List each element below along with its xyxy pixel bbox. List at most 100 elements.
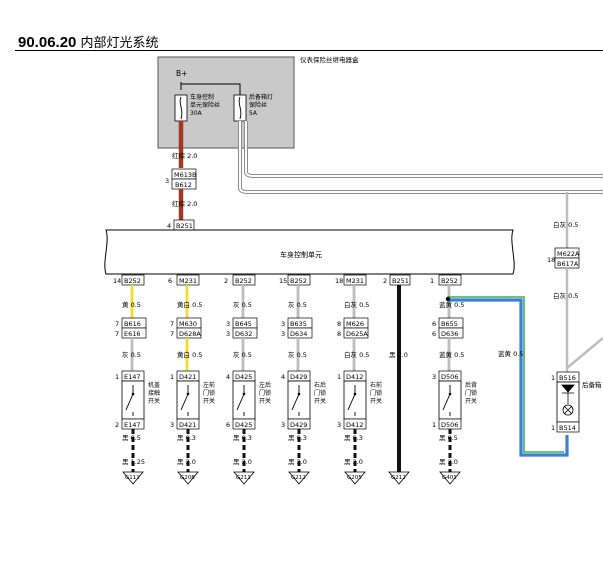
page-title: 90.06.20 内部灯光系统	[18, 32, 159, 51]
feed-conn-a-label: M613B	[174, 171, 196, 179]
branch-6-wire-top-label: 蓝黄 0.5	[439, 300, 464, 309]
bcm-feed-conn-label: B251	[176, 222, 193, 230]
branch-5-bcm-conn-label: M231	[346, 277, 364, 285]
branch-1-ground-symbol	[122, 471, 144, 485]
branch-1-bcm-conn-label: B252	[124, 277, 141, 285]
branch-3-inline-conn-b	[232, 327, 258, 339]
branch-4-bcm-pin: 15	[279, 277, 287, 285]
bcm-feed-pin: 4	[167, 222, 171, 230]
branch-3-inline-pin-b: 3	[226, 330, 230, 338]
feed-wire1-label: 红棕 2.0	[172, 151, 197, 160]
fuse1-label-2: 单元保险丝	[190, 101, 220, 109]
ground-branch-symbol	[388, 471, 410, 485]
branch-6-inline-pin-b: 6	[432, 330, 436, 338]
branch-5-switch-top-conn-label: D412	[346, 373, 363, 381]
branch-3-inline-conn-b-label: D632	[235, 330, 252, 338]
branch-1-inline-conn-a-label: B616	[124, 320, 141, 328]
branch-5-inline-conn-b	[343, 327, 369, 339]
supply-label: B+	[176, 69, 187, 78]
branch-1-switch-label-3: 开关	[148, 397, 160, 405]
branch-4-inline-pin-a: 3	[281, 320, 285, 328]
lamp-top-conn-label: B516	[559, 374, 576, 382]
branch-6-switch-bot-conn-label: D506	[441, 421, 458, 429]
branch-4-ground-label: G212	[291, 475, 306, 481]
feed-conn-b-label: B612	[175, 181, 192, 189]
branch-6-ground-wire-label-1: 黑 0.5	[439, 434, 458, 442]
branch-5-ground-wire-label-1: 黑 0.3	[344, 434, 363, 442]
fuse2-label-3: 5A	[249, 110, 258, 117]
branch-1-inline-conn-b-label: E616	[124, 330, 141, 338]
title-rule	[15, 50, 603, 51]
branch-3-inline-conn-a-label: B645	[235, 320, 252, 328]
lamp-label: 后备箱	[582, 380, 602, 389]
section-title: 内部灯光系统	[80, 36, 159, 51]
branch-4-ground-symbol	[288, 471, 310, 485]
feed-wire2-label: 红棕 2.0	[172, 199, 197, 208]
branch-1-switch-label-1: 机盖	[148, 381, 160, 389]
branch-6-bcm-conn-label: B252	[441, 277, 458, 285]
branch-4-ground-wire-label-1: 黑 0.3	[288, 434, 307, 442]
branch-1-ground-wire-label-2: 黑 1.25	[122, 458, 145, 466]
branch-5-ground-wire-label-2: 黑 2.0	[344, 458, 363, 466]
branch-3-ground-symbol	[233, 471, 255, 485]
lamp-bot-pin: 1	[551, 424, 555, 432]
lamp-bulb-cross	[564, 406, 572, 414]
branch-5-ground-symbol	[344, 471, 366, 485]
right-conn-pin: 18	[547, 256, 555, 264]
branch-2-wire-mid-label: 黄白 0.5	[177, 350, 202, 359]
section-number: 90.06.20	[18, 34, 77, 51]
branch-3-ground-label: G211	[236, 475, 251, 481]
right-conn-b-label: B617A	[557, 260, 579, 268]
branch-4-inline-conn-b	[287, 327, 313, 339]
branch-5-switch-label-3: 开关	[370, 397, 382, 405]
right-wire-mid-label: 白灰 0.5	[553, 291, 578, 300]
branch-6-ground-wire-label-2: 黑 2.0	[439, 458, 458, 466]
branch-6-inline-conn-a-label: B655	[441, 320, 458, 328]
branch-6-wire-mid-label: 蓝黄 0.5	[439, 350, 464, 359]
trunk-fuse-wire-2-core	[245, 121, 603, 177]
bcm-box	[104, 229, 515, 275]
branch-1-switch-bot-conn-label: E147	[124, 421, 141, 429]
branch-2-inline-pin-a: 7	[170, 320, 174, 328]
branch-5-inline-pin-b: 8	[337, 330, 341, 338]
fuse1-label-1: 车身控制	[190, 93, 214, 101]
branch-5-switch-bot-conn-label: D412	[346, 421, 363, 429]
branch-6-ground-label: G401	[442, 475, 457, 481]
branch-5-switch-pivot	[353, 392, 357, 396]
branch-2-ground-wire-label-1: 黑 0.3	[177, 434, 196, 442]
branch-5-switch-label-2: 门锁	[370, 389, 382, 397]
branch-5-switch-bot-pin: 3	[337, 421, 341, 429]
branch-6-bcm-pin: 1	[430, 277, 434, 285]
branch-5-switch-top-pin: 1	[337, 373, 341, 381]
branch-6-inline-conn-b-label: D636	[441, 330, 458, 338]
branch-5-wire-top-label: 白灰 0.5	[344, 300, 369, 309]
branch-2-inline-conn-a-label: M630	[179, 320, 197, 328]
cross-wire-green	[448, 296, 564, 453]
branch-2-ground-wire-label-2: 黑 2.0	[177, 458, 196, 466]
branch-1-inline-conn-b	[121, 327, 147, 339]
branch-4-inline-pin-b: 3	[281, 330, 285, 338]
branch-3-switch-top-conn-label: D425	[235, 373, 252, 381]
branch-3-wire-top-label: 灰 0.5	[233, 300, 252, 309]
branch-2-switch-top-pin: 1	[170, 373, 174, 381]
fuse2-label-1: 后备箱灯	[249, 93, 273, 101]
branch-2-switch-label-2: 门锁	[203, 389, 215, 397]
branch-2-bcm-pin: 6	[168, 277, 172, 285]
branch-2-bcm-conn-label: M231	[179, 277, 197, 285]
branch-4-switch-top-conn-label: D429	[290, 373, 307, 381]
branch-5-inline-conn-b-label: D625A	[346, 330, 368, 338]
lamp-bot-conn	[556, 421, 580, 433]
branch-5-inline-conn-a-label: M626	[346, 320, 364, 328]
branch-2-inline-pin-b: 7	[170, 330, 174, 338]
branch-4-bcm-conn-label: B252	[290, 277, 307, 285]
branch-5-bcm-pin: 18	[335, 277, 343, 285]
branch-3-wire-mid-label: 灰 0.5	[233, 350, 252, 359]
branch-6-switch-label-3: 开关	[465, 397, 477, 405]
branch-6-switch-top-conn-label: D506	[441, 373, 458, 381]
right-exit-wire	[566, 337, 603, 369]
branch-4-ground-wire-label-2: 黑 2.0	[288, 458, 307, 466]
fuse2-element	[238, 96, 242, 120]
branch-5-wire-mid-label: 白灰 0.5	[344, 350, 369, 359]
branch-6-switch-label-2: 门锁	[465, 389, 477, 397]
